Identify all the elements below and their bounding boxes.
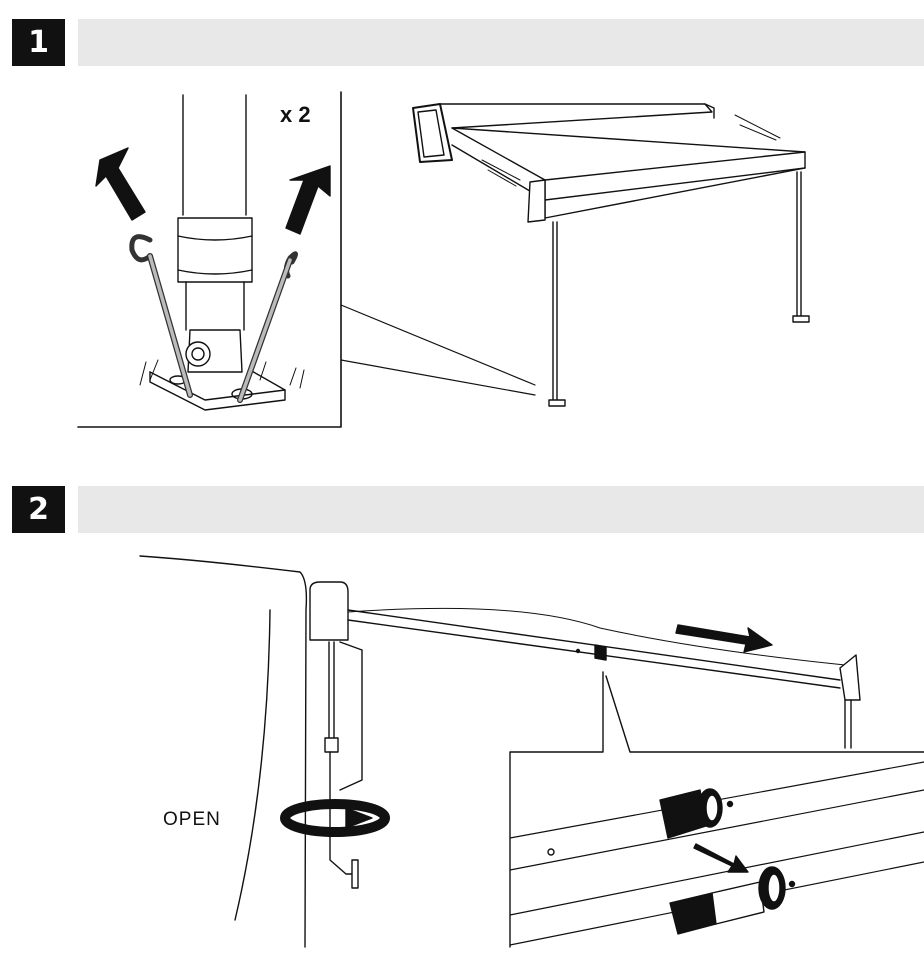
arrow-right-icon [676,625,772,652]
awning-illustration [413,104,809,406]
leg-detail-illustration [78,92,341,427]
van-illustration [140,556,306,947]
arrow-up-left-icon [96,148,145,220]
rotate-arrow-icon [285,804,385,832]
awning-cassette-illustration [310,582,860,888]
quantity-label: x 2 [280,102,311,128]
open-direction-label: OPEN [163,809,221,831]
arrow-up-right-icon [286,166,330,234]
tube-detail-illustration [510,762,924,945]
